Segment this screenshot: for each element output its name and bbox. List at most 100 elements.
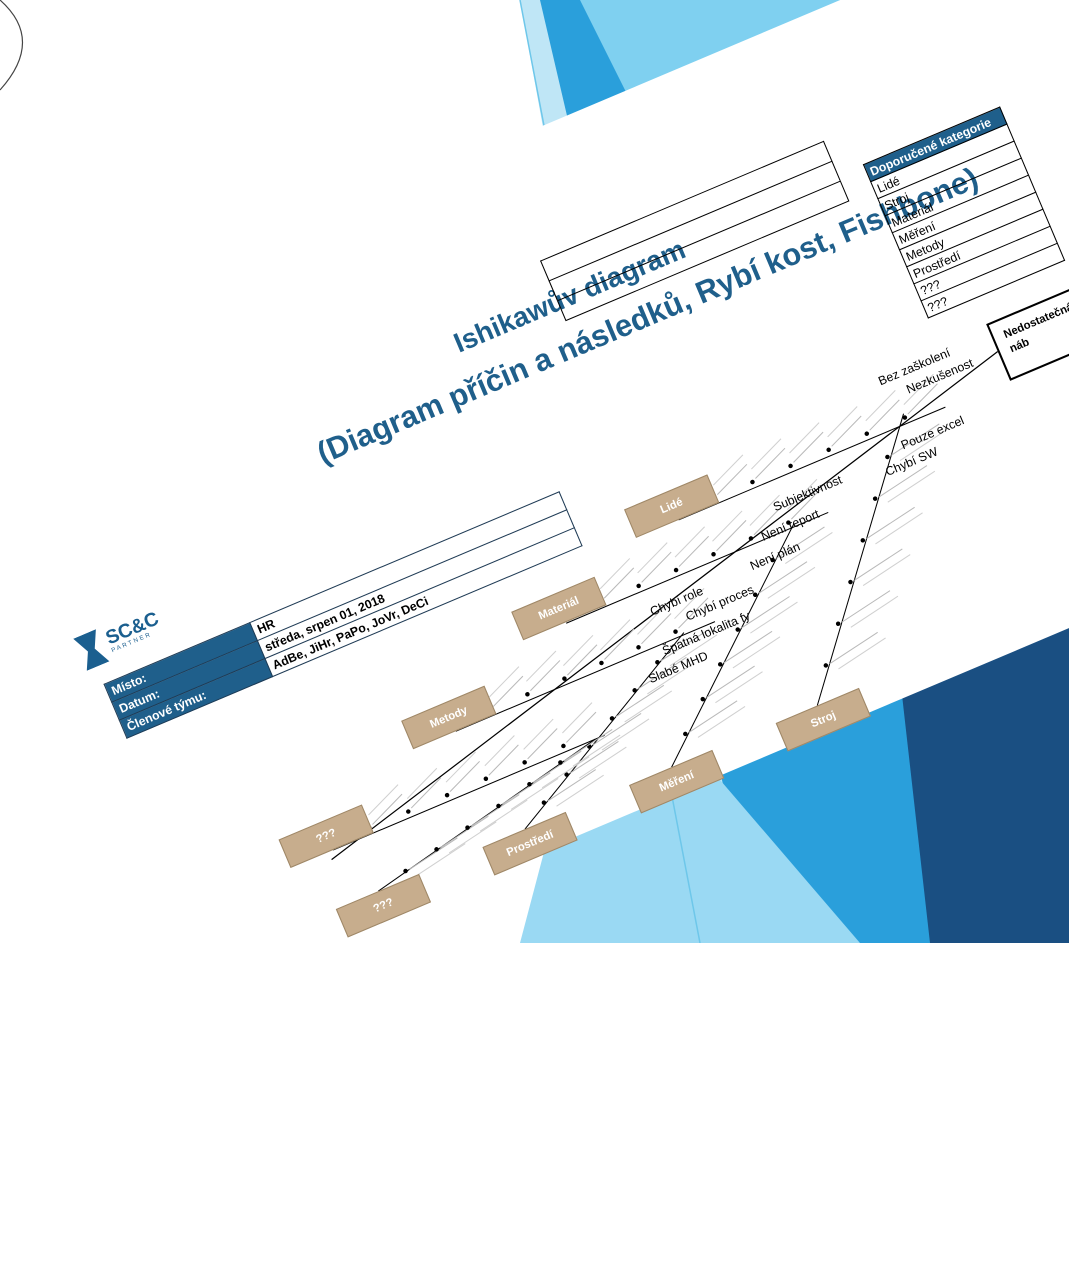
cause-line xyxy=(789,422,820,454)
cause-dot xyxy=(788,463,793,469)
cause-line xyxy=(838,637,886,670)
bone-line xyxy=(816,413,905,706)
cause-dot xyxy=(599,660,604,666)
cause-line xyxy=(758,561,808,594)
cause-line xyxy=(712,510,743,542)
cause-line xyxy=(723,630,773,664)
cause-line xyxy=(440,815,489,849)
cause-line xyxy=(712,454,744,486)
cause-line xyxy=(688,700,738,733)
cause-line xyxy=(732,636,781,669)
cause-line xyxy=(527,728,558,760)
cause-line xyxy=(556,774,604,807)
cause-line xyxy=(615,684,665,718)
cause-dot xyxy=(826,447,831,453)
cause-dot xyxy=(636,583,641,589)
bone-line xyxy=(565,511,829,624)
cause-line xyxy=(776,526,825,559)
cause-line xyxy=(417,843,466,876)
cause-line xyxy=(530,660,561,692)
cause-line xyxy=(567,644,598,676)
cause-line xyxy=(600,619,631,651)
cause-line xyxy=(903,373,934,405)
cause-line xyxy=(563,729,613,762)
cause-dot xyxy=(902,415,908,420)
cause-line xyxy=(445,751,476,783)
cause-dot xyxy=(406,809,411,814)
cause-line xyxy=(510,777,559,810)
cause-dot xyxy=(835,621,841,626)
cause-line xyxy=(841,590,891,623)
cause-dot xyxy=(860,538,866,543)
cause-line xyxy=(448,821,497,854)
cause-line xyxy=(875,512,923,545)
cause-dot xyxy=(673,567,679,573)
bone-line xyxy=(678,406,946,521)
cause-dot xyxy=(683,731,688,737)
cause-dot xyxy=(527,781,532,787)
cause-line xyxy=(749,494,780,526)
cause-dot xyxy=(673,629,678,634)
cause-dot xyxy=(700,696,706,702)
cause-dot xyxy=(541,800,547,805)
cause-line xyxy=(484,735,515,767)
cause-dot xyxy=(609,716,615,721)
cause-line xyxy=(526,650,557,682)
cause-dot xyxy=(735,627,740,632)
cause-line xyxy=(409,837,458,870)
cause-dot xyxy=(632,688,637,693)
cause-line xyxy=(899,429,948,461)
cause-line xyxy=(572,734,621,767)
cause-line xyxy=(592,712,642,746)
cause-dot xyxy=(496,803,501,809)
cause-line xyxy=(470,794,520,827)
cause-dot xyxy=(864,431,870,436)
cause-line xyxy=(751,438,782,470)
cause-line xyxy=(716,463,748,496)
cause-line xyxy=(637,542,668,574)
cause-line xyxy=(449,760,480,793)
cause-line xyxy=(566,711,597,743)
cause-line xyxy=(878,465,928,498)
cause-line xyxy=(750,601,798,634)
cause-line xyxy=(827,406,858,438)
cause-dot xyxy=(434,847,439,852)
cause-dot xyxy=(403,868,408,874)
cause-dot xyxy=(711,551,716,557)
cause-line xyxy=(368,784,399,816)
cause-line xyxy=(669,634,718,667)
cause-line xyxy=(603,567,635,599)
cause-dot xyxy=(564,772,569,777)
cause-dot xyxy=(752,592,758,598)
cause-line xyxy=(674,587,705,620)
cause-dot xyxy=(655,659,660,665)
cause-line xyxy=(604,628,635,660)
cause-line xyxy=(741,596,790,629)
cause-dot xyxy=(848,579,853,585)
cause-line xyxy=(541,756,590,789)
cause-line xyxy=(637,603,668,635)
cause-dot xyxy=(522,760,527,765)
cause-dot xyxy=(872,496,878,501)
cause-line xyxy=(599,558,631,590)
cause-line xyxy=(793,431,824,463)
cause-line xyxy=(850,595,899,628)
cause-line xyxy=(578,746,627,779)
cause-dot xyxy=(885,454,890,460)
cause-line xyxy=(372,793,403,825)
cause-line xyxy=(406,767,438,799)
bone-line xyxy=(671,523,795,768)
spine-line xyxy=(331,351,999,861)
cause-line xyxy=(523,718,554,750)
cause-line xyxy=(697,705,746,738)
cause-line xyxy=(547,769,597,802)
cause-dot xyxy=(786,520,791,525)
cause-line xyxy=(624,690,673,723)
cause-line xyxy=(865,390,896,422)
cause-line xyxy=(791,488,822,520)
cause-line xyxy=(869,399,900,431)
cause-dot xyxy=(525,692,530,697)
cause-line xyxy=(862,554,911,587)
cause-dot xyxy=(750,479,755,485)
